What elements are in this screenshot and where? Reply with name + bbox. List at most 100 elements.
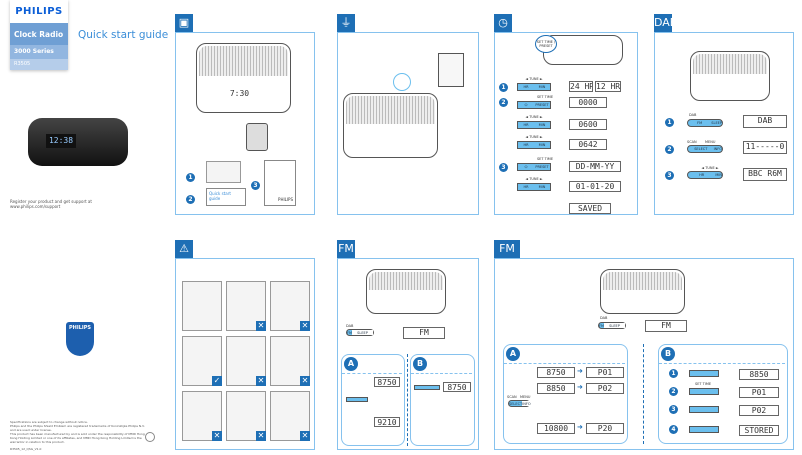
check-icon: ✓ (212, 376, 222, 386)
fm-preset-icon: FM (494, 240, 520, 258)
radio-illustration (343, 93, 438, 158)
preset-step-display: P01 (739, 387, 779, 398)
frequency-display: 10800 (537, 423, 575, 434)
support-link[interactable]: www.philips.com/support (10, 204, 61, 209)
button-label: HR (523, 123, 529, 127)
speaker-grill (369, 272, 443, 290)
brand-logo: PHILIPS (15, 6, 63, 17)
section-a-badge: A (506, 347, 520, 361)
register-text: Register your product and get support at… (10, 199, 92, 209)
step-2-badge: 2 (665, 145, 674, 154)
prohibited-icon: ✕ (256, 321, 266, 331)
section-b-badge: B (413, 357, 427, 371)
set-time-label: SET TIME (536, 95, 554, 99)
speaker-grill (199, 46, 288, 76)
clock-display: 0600 (569, 119, 607, 130)
button-label: MIN (715, 173, 722, 177)
divider (342, 373, 402, 374)
frequency-display: 8750 (443, 382, 471, 392)
quick-start-booklet: Quick start guide (206, 188, 246, 206)
button-label: HR (523, 85, 529, 89)
scan-label: SCAN (687, 140, 697, 144)
step-4-badge: 4 (669, 425, 678, 434)
panel-power (337, 32, 479, 215)
tune-button[interactable] (689, 370, 719, 377)
panel-safety: ✕✕✓✕✕✕✕✕ (175, 258, 315, 450)
prohibited-icon: ✕ (212, 431, 222, 441)
tune-button[interactable] (689, 406, 719, 413)
clock-display: 0642 (569, 139, 607, 150)
tune-button[interactable] (346, 397, 368, 402)
safety-leaflet (206, 161, 241, 183)
menu-label: MENU (520, 395, 531, 399)
divider (411, 373, 472, 374)
preset-display: P01 (586, 367, 624, 378)
arrow-icon: ➜ (577, 423, 583, 431)
step-1-badge: 1 (665, 118, 674, 127)
step-3-badge: 3 (669, 405, 678, 414)
button-label: FM (697, 121, 703, 125)
band-display: FM (403, 327, 445, 339)
set-time-label: SET TIME (695, 382, 712, 386)
doc-code: R3505_12_QSG_V1.0 (10, 447, 42, 451)
divider (643, 344, 644, 444)
step-2-badge: 2 (499, 98, 508, 107)
step-3-badge: 3 (665, 171, 674, 180)
recycle-icon (145, 432, 155, 442)
wall-socket-image (438, 53, 464, 87)
sleep-label: SLEEP (604, 323, 625, 328)
scan-label: SCAN (507, 395, 517, 399)
dab-display: 11-----0 (743, 141, 787, 154)
button-label: HR (523, 185, 529, 189)
preset-button[interactable] (689, 388, 719, 395)
radio-illustration (600, 269, 685, 314)
select-label: SELECT (509, 401, 523, 406)
step-2-badge: 2 (186, 195, 195, 204)
radio-display: 7:30 (227, 89, 252, 103)
preset-button[interactable]: ⏻PRESET (517, 101, 551, 109)
tune-label: ◄ TUNE ► (525, 115, 543, 119)
clock-icon: ◷ (494, 14, 512, 32)
preset-button[interactable] (689, 426, 719, 433)
dab-display: BBC R6M (743, 168, 787, 181)
frequency-display: 8750 (537, 367, 575, 378)
speaker-grill (693, 54, 767, 74)
tune-label: ◄ TUNE ► (525, 77, 543, 81)
divider (407, 354, 408, 446)
arrow-icon: ➜ (577, 367, 583, 375)
tune-button[interactable] (414, 385, 440, 390)
dc-in-callout (393, 73, 411, 91)
frequency-display: 9210 (374, 417, 400, 427)
frequency-display: 8850 (537, 383, 575, 394)
prohibited-icon: ✕ (300, 431, 310, 441)
preset-button[interactable]: ⏻PRESET (517, 163, 551, 171)
band-display: FM (645, 320, 687, 332)
legal-line: Specifications are subject to change wit… (10, 420, 88, 424)
arrow-icon: ➜ (577, 383, 583, 391)
set-time-callout: SET TIME / PRESET (535, 35, 557, 53)
prohibited-icon: ✕ (300, 321, 310, 331)
frequency-display: 8750 (374, 377, 400, 387)
clock-display: 24 HR (569, 81, 593, 92)
section-a: A 8750 9210 (341, 354, 405, 446)
step-1-badge: 1 (499, 83, 508, 92)
radio-illustration (366, 269, 446, 314)
product-badge: PHILIPS Clock Radio 3000 Series R3505 (10, 0, 68, 70)
tune-label: ◄ TUNE ► (525, 135, 543, 139)
button-label: HR (523, 143, 529, 147)
warranty-leaflet: PHILIPS (264, 160, 296, 206)
plug-icon: ⏚ (337, 14, 355, 32)
page-title: Quick start guide (78, 29, 169, 41)
